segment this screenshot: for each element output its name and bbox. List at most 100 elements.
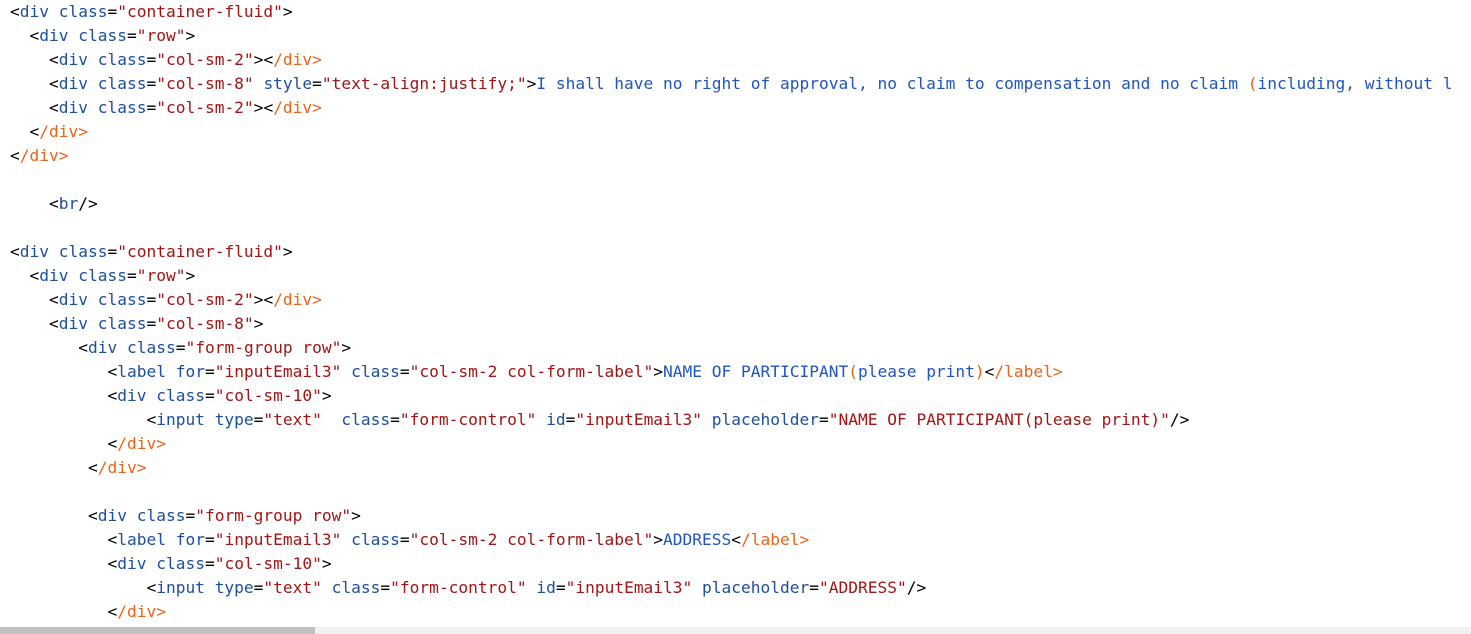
code-line: <div class="form-group row">: [10, 336, 1471, 360]
text-content: [10, 122, 30, 141]
tag-name: div: [117, 554, 147, 573]
attribute-name: class: [136, 506, 186, 525]
closing-tag: /label>: [741, 530, 810, 549]
punctuation: =: [107, 242, 118, 261]
punctuation: <: [107, 434, 118, 453]
attribute-value: "text-align:justify;": [321, 74, 527, 93]
tag-name: label: [117, 362, 166, 381]
code-line: </div>: [10, 120, 1471, 144]
punctuation: <: [263, 50, 274, 69]
scrollbar-thumb[interactable]: [0, 627, 315, 634]
text-content: [10, 98, 49, 117]
tag-name: div: [19, 2, 49, 21]
text-content: [10, 410, 146, 429]
attribute-value: "row": [136, 26, 186, 45]
punctuation: <: [29, 122, 40, 141]
attribute-name: class: [351, 530, 400, 549]
punctuation: =: [146, 290, 157, 309]
text-content: [10, 314, 49, 333]
horizontal-scrollbar[interactable]: [0, 627, 1471, 634]
text-content: including, without l: [1257, 74, 1453, 93]
attribute-value: "col-sm-2": [156, 98, 254, 117]
punctuation: =: [146, 74, 157, 93]
attribute-name: class: [156, 386, 205, 405]
punctuation: =: [204, 530, 215, 549]
punctuation: >: [321, 386, 332, 405]
code-line: <label for="inputEmail3" class="col-sm-2…: [10, 360, 1471, 384]
attribute-name: class: [97, 98, 147, 117]
punctuation: [341, 530, 351, 549]
code-line: </div>: [10, 456, 1471, 480]
tag-name: div: [58, 50, 88, 69]
punctuation: <: [107, 362, 118, 381]
attribute-value: "col-sm-2": [156, 290, 254, 309]
attribute-value: "ADDRESS": [819, 578, 907, 597]
text-content: [10, 290, 49, 309]
code-line: <div class="row">: [10, 24, 1471, 48]
punctuation: <: [263, 98, 274, 117]
attribute-name: for: [175, 530, 205, 549]
attribute-value: "form-control": [399, 410, 537, 429]
code-editor[interactable]: <div class="container-fluid"> <div class…: [10, 0, 1471, 626]
punctuation: <: [48, 74, 59, 93]
punctuation: [702, 410, 712, 429]
tag-name: div: [19, 242, 49, 261]
attribute-value: "col-sm-8": [156, 74, 254, 93]
text-content: [10, 362, 107, 381]
punctuation: <: [87, 506, 98, 525]
punctuation: [205, 410, 215, 429]
closing-tag: /div>: [273, 290, 322, 309]
punctuation: <: [10, 146, 20, 165]
text-content: please print: [857, 362, 975, 381]
code-line: <div class="container-fluid">: [10, 240, 1471, 264]
punctuation: [205, 578, 215, 597]
tag-name: br: [58, 194, 79, 213]
closing-tag: /div>: [97, 458, 147, 477]
punctuation: >: [185, 266, 196, 285]
punctuation: <: [107, 530, 118, 549]
attribute-value: "form-group row": [195, 506, 352, 525]
tag-name: div: [39, 26, 69, 45]
punctuation: >: [185, 26, 196, 45]
text-content: [10, 554, 107, 573]
attribute-value: "inputEmail3": [565, 578, 693, 597]
attribute-value: "text": [263, 410, 322, 429]
punctuation: >: [526, 74, 537, 93]
attribute-name: class: [97, 314, 147, 333]
punctuation: [146, 554, 156, 573]
punctuation: >: [253, 314, 264, 333]
punctuation: =: [126, 266, 137, 285]
punctuation: [341, 362, 351, 381]
attribute-value: "NAME OF PARTICIPANT(please print)": [828, 410, 1170, 429]
code-line: <input type="text" class="form-control" …: [10, 408, 1471, 432]
punctuation: <: [78, 338, 88, 357]
text-content: [10, 50, 49, 69]
attribute-name: class: [78, 266, 127, 285]
punctuation: =: [390, 410, 400, 429]
attribute-name: class: [97, 50, 147, 69]
tag-name: input: [156, 410, 205, 429]
punctuation: >: [351, 506, 361, 525]
attribute-value: "col-sm-2 col-form-label": [409, 362, 654, 381]
attribute-value: "container-fluid": [117, 242, 283, 261]
punctuation: =: [565, 410, 576, 429]
punctuation: =: [126, 26, 137, 45]
punctuation: <: [107, 386, 118, 405]
text-content: [10, 434, 107, 453]
punctuation: <: [107, 602, 118, 621]
tag-name: div: [117, 386, 147, 405]
attribute-value: "col-sm-2 col-form-label": [409, 530, 654, 549]
attribute-name: type: [214, 578, 254, 597]
text-content: [10, 194, 49, 213]
punctuation: >: [653, 362, 664, 381]
punctuation: [127, 506, 137, 525]
text-content: [10, 530, 107, 549]
tag-name: div: [58, 290, 88, 309]
punctuation: =: [399, 530, 410, 549]
punctuation: <: [29, 26, 40, 45]
punctuation: <: [48, 314, 59, 333]
punctuation: <: [263, 290, 274, 309]
code-line: <div class="col-sm-2"></div>: [10, 288, 1471, 312]
attribute-name: class: [97, 74, 147, 93]
attribute-name: class: [58, 242, 108, 261]
